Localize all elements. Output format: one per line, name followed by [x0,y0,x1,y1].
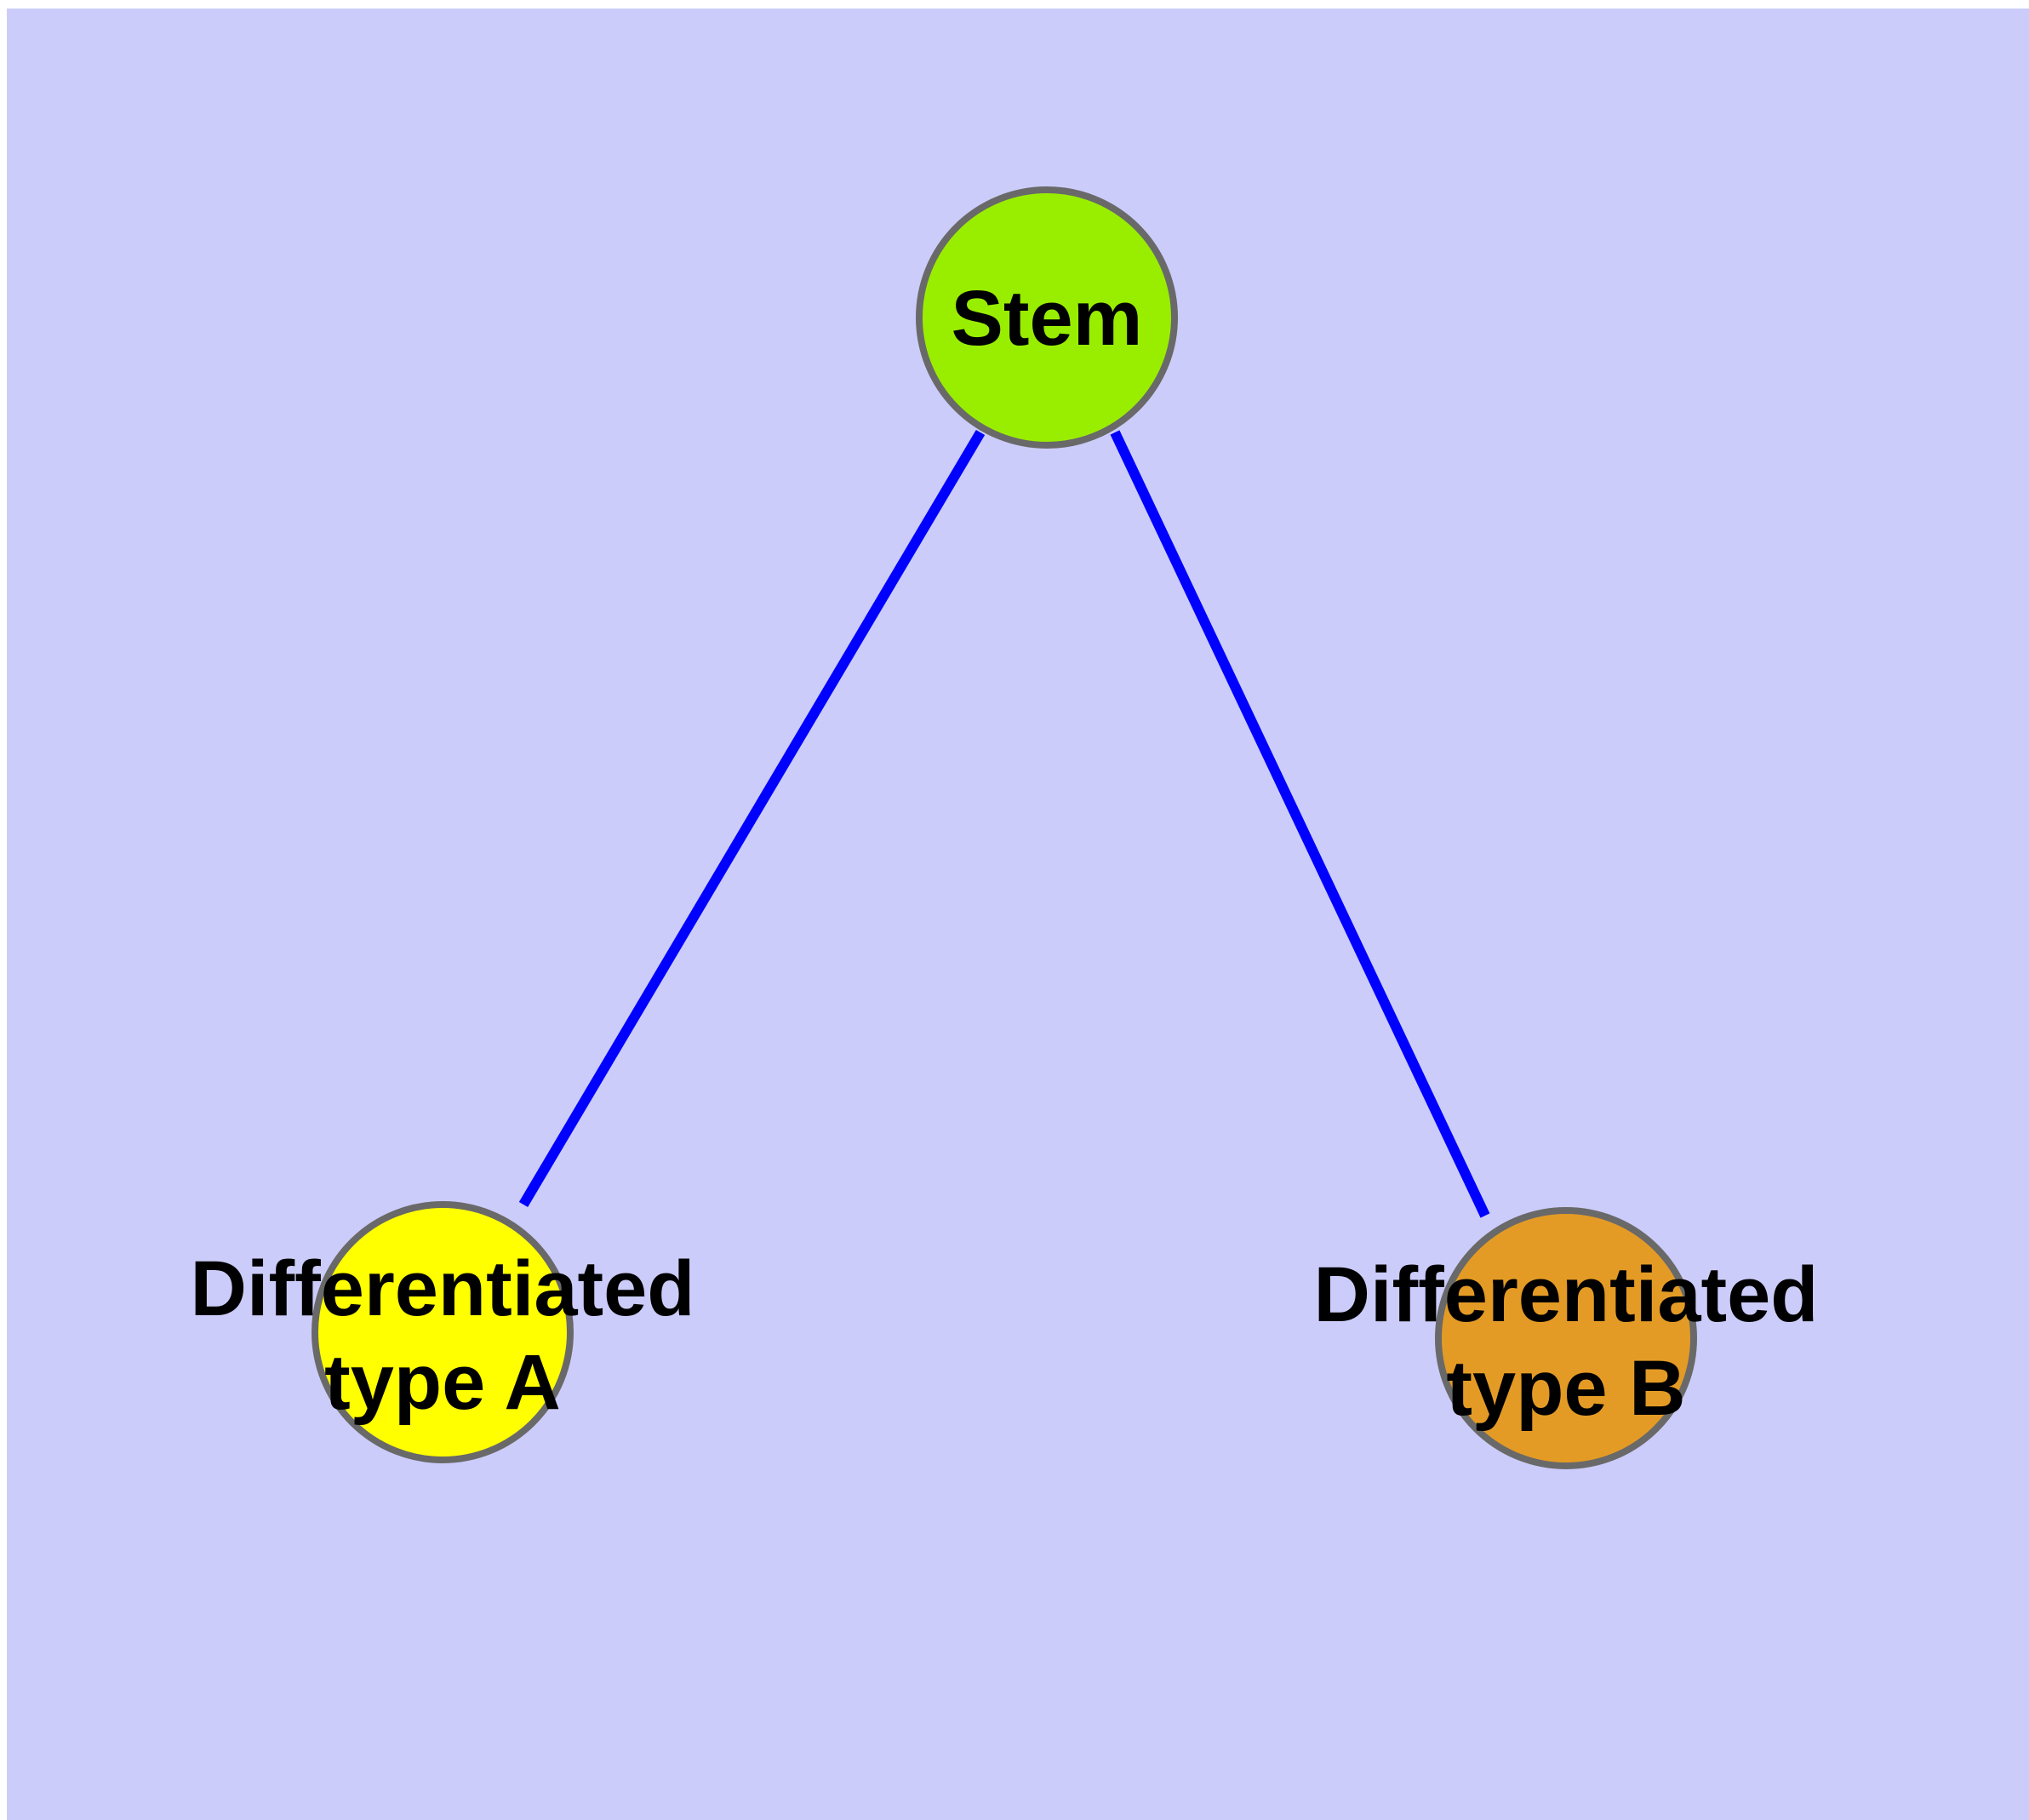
node-label-differentiated-type-b-line2: type B [1446,1345,1685,1432]
node-label-differentiated-type-b-line1: Differentiated [1314,1251,1819,1338]
nodes-layer [311,186,1697,1469]
node-label-differentiated-type-a-line1: Differentiated [191,1245,695,1332]
node-differentiated-type-b[interactable] [1435,1207,1697,1469]
edge-stem-to-diff-b[interactable] [1110,430,1490,1218]
edge-stem-to-diff-a[interactable] [518,429,986,1208]
node-label-stem: Stem [952,275,1143,362]
node-stem[interactable] [916,186,1178,449]
node-label-differentiated-type-a-line2: type A [324,1339,561,1426]
edges-layer [518,429,1490,1218]
labels-layer: Stem Differentiated type A Differentiate… [191,275,1819,1432]
node-differentiated-type-a[interactable] [311,1201,574,1463]
